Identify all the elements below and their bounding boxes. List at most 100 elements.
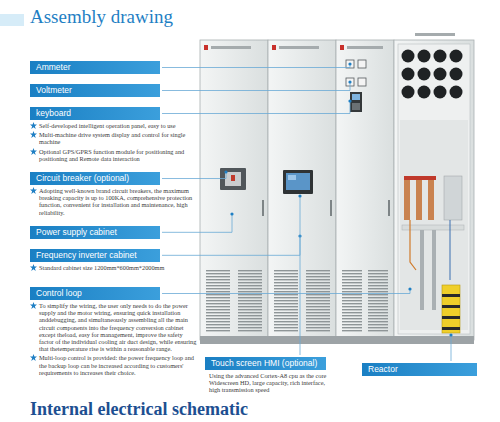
nameplate: [279, 46, 319, 49]
leader-line: [162, 172, 226, 179]
touch-screen-hmi: [283, 170, 313, 194]
bullet-star: [30, 302, 37, 309]
leader-line: [162, 64, 350, 68]
nameplate: [340, 45, 344, 50]
busbar: [420, 230, 424, 310]
door-handle: [262, 200, 264, 216]
cabinet-body: [200, 336, 474, 344]
busbar: [450, 220, 451, 280]
callout-node: Reactor: [362, 358, 477, 376]
feature-text: To simplify the wiring, the user only ne…: [30, 302, 198, 352]
busbar: [402, 225, 464, 230]
reactor: [442, 305, 460, 308]
reactor: [442, 316, 460, 319]
feature-text: Optional GPS/GPRS function module for po…: [30, 148, 190, 162]
meter: [358, 60, 366, 68]
vent-grille: [306, 270, 330, 332]
cabinet-body: [336, 40, 394, 340]
section-heading: Internal electrical schematic: [30, 399, 248, 420]
bullet-star: [30, 354, 37, 361]
reactor: [442, 285, 460, 333]
feature-text: Adopting well-known brand circuit breake…: [30, 187, 196, 216]
leader-dot: [348, 80, 351, 83]
bullet-star: [30, 302, 37, 309]
nameplate: [347, 46, 383, 49]
bullet-star: [30, 187, 37, 194]
title-accent: [0, 14, 24, 26]
reactor: [442, 285, 460, 333]
callout-band: Control loop: [30, 287, 160, 300]
cooling-fan: [434, 50, 447, 63]
vent-grille: [342, 270, 362, 332]
callout-band: Reactor: [362, 363, 477, 376]
leader-dot: [449, 333, 452, 336]
callout-band: Voltmeter: [30, 84, 160, 97]
bullet-star: [30, 131, 37, 138]
reactor: [442, 327, 460, 330]
callout-node: Circuit breaker (optional) Adopting well-…: [30, 167, 196, 216]
reactor: [442, 294, 460, 297]
page-title: Assembly drawing: [30, 6, 173, 28]
nameplate: [211, 46, 251, 49]
busbar: [404, 176, 436, 180]
meter: [358, 78, 366, 86]
cabinet-body: [200, 40, 268, 340]
bullet-star: [30, 131, 37, 138]
leader-line: [162, 236, 300, 255]
door-handle: [330, 200, 332, 216]
open-cabinet-interior: [398, 44, 470, 334]
busbar: [416, 180, 422, 220]
leader-line: [451, 335, 452, 361]
callout-band: Frequency inverter cabinet: [30, 249, 160, 262]
feature-text: Multi-machine drive system display and c…: [30, 131, 190, 145]
busbar: [444, 176, 462, 220]
feature-text: Using the advanced Cortex-A8 cpu as the …: [205, 372, 327, 394]
feature-text: Multi-loop control is provided: the powe…: [30, 354, 198, 376]
circuit-breaker-panel: [225, 172, 241, 186]
cooling-fan: [450, 68, 463, 81]
callout-node: Frequency inverter cabinetStandard cabin…: [30, 244, 190, 271]
cabinet-body: [268, 40, 336, 340]
keyboard-display: [352, 103, 360, 110]
bullet-star: [30, 122, 37, 129]
cooling-fan: [450, 50, 463, 63]
open-cabinet-interior: [398, 44, 470, 334]
circuit-breaker-panel: [220, 168, 246, 190]
keyboard-display: [350, 92, 362, 112]
leader-dot: [348, 62, 351, 65]
cooling-fan: [434, 68, 447, 81]
cabinet-body: [200, 40, 474, 344]
busbar: [428, 180, 434, 220]
leader-line: [162, 214, 232, 232]
vent-grille: [274, 270, 298, 332]
bullet-star: [30, 148, 37, 155]
callout-band: Touch screen HMI (optional): [205, 357, 326, 370]
leader-line: [162, 289, 410, 294]
nameplate: [272, 45, 276, 50]
bullet-star: [30, 354, 37, 361]
leader-dot: [230, 212, 233, 215]
callout-band: Circuit breaker (optional): [30, 172, 160, 185]
feature-text: Standard cabinet size 1200mm*600mm*2000m…: [30, 264, 190, 271]
leader-line: [300, 196, 301, 355]
touch-screen-hmi: [283, 170, 313, 194]
vent-grille: [238, 270, 262, 332]
leader-dot: [348, 99, 351, 102]
callout-node: Control loop To simplify the wiring, the …: [30, 282, 198, 376]
busbar: [432, 230, 436, 310]
callout-node: keyboardSelf-developed intelligent opera…: [30, 102, 190, 162]
leader-dot: [408, 287, 411, 290]
bullet-star: [30, 264, 37, 271]
nameplate: [204, 45, 208, 50]
leader-dot: [224, 170, 227, 173]
vent-grille: [206, 270, 388, 332]
cooling-fan: [418, 68, 431, 81]
meter: [346, 60, 366, 86]
door-handle: [388, 200, 390, 216]
cooling-fan: [434, 86, 447, 99]
callout-node: Power supply cabinet: [30, 221, 160, 239]
touch-screen-hmi: [286, 173, 310, 190]
circuit-breaker-panel: [231, 175, 235, 181]
bullet-star: [30, 122, 37, 129]
